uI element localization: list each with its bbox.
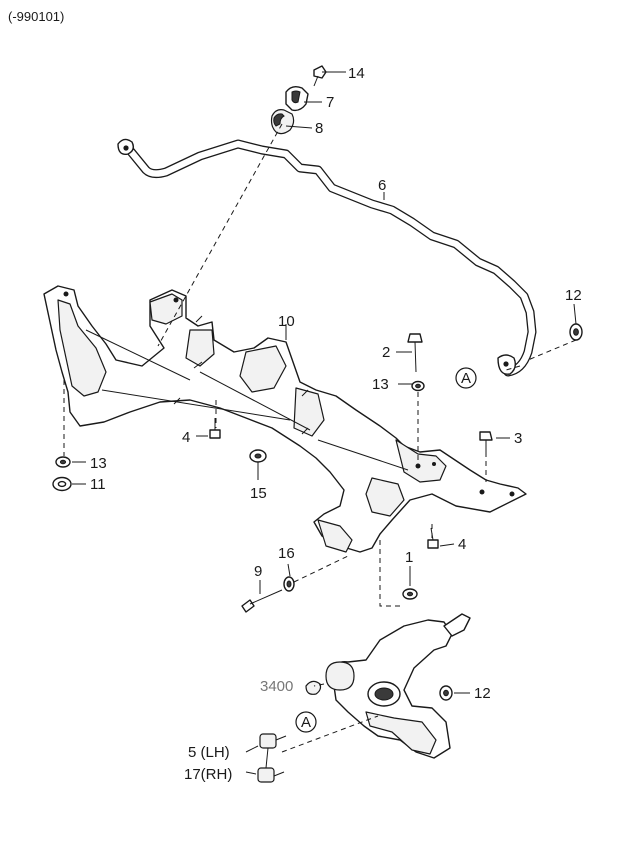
stabilizer-bushing[interactable] bbox=[270, 109, 295, 135]
callout-5-lh: 5 (LH) bbox=[188, 744, 230, 761]
bushing-3400[interactable] bbox=[305, 680, 322, 695]
reference-marker-a-upper: A bbox=[455, 367, 477, 389]
washer-11[interactable] bbox=[52, 476, 72, 492]
svg-text:A: A bbox=[461, 370, 471, 387]
bolt-4-right[interactable] bbox=[427, 527, 439, 549]
nut-12-arm[interactable] bbox=[439, 685, 453, 701]
assembly-lines bbox=[63, 123, 577, 753]
callout-3400: 3400 bbox=[260, 678, 293, 695]
nut-1[interactable] bbox=[402, 588, 418, 600]
callout-12-arm: 12 bbox=[474, 685, 491, 702]
callout-10: 10 bbox=[278, 313, 295, 330]
stabilizer-bracket[interactable] bbox=[285, 85, 309, 112]
callout-13-right: 13 bbox=[372, 376, 389, 393]
reference-marker-a-lower: A bbox=[295, 711, 317, 733]
svg-text:A: A bbox=[301, 714, 311, 731]
callout-9: 9 bbox=[254, 563, 262, 580]
nut-12-bar[interactable] bbox=[569, 323, 583, 341]
bolt-4-left[interactable] bbox=[209, 418, 221, 439]
callout-4-right: 4 bbox=[458, 536, 466, 553]
nut-13-left[interactable] bbox=[55, 456, 71, 468]
callout-11: 11 bbox=[90, 476, 106, 493]
callout-16: 16 bbox=[278, 545, 295, 562]
stabilizer-link[interactable] bbox=[257, 733, 287, 783]
callout-13-left: 13 bbox=[90, 455, 107, 472]
callout-8: 8 bbox=[315, 120, 323, 137]
lower-control-arm[interactable] bbox=[325, 613, 471, 759]
callout-12-bar: 12 bbox=[565, 287, 582, 304]
callout-6: 6 bbox=[378, 177, 386, 194]
stabilizer-bar[interactable] bbox=[117, 138, 537, 377]
leader-lines bbox=[72, 71, 577, 775]
crossmember[interactable] bbox=[43, 285, 527, 553]
nut-13-right[interactable] bbox=[411, 380, 425, 392]
callout-1: 1 bbox=[405, 549, 413, 566]
bracket-bolt[interactable] bbox=[313, 65, 327, 87]
callout-14: 14 bbox=[348, 65, 365, 82]
diagram-code-header: (-990101) bbox=[8, 9, 64, 24]
bolt-2[interactable] bbox=[407, 333, 423, 373]
bolt-9[interactable] bbox=[241, 589, 283, 613]
callout-4-left: 4 bbox=[182, 429, 190, 446]
callout-2: 2 bbox=[382, 344, 390, 361]
bolt-3[interactable] bbox=[479, 431, 493, 452]
callout-15: 15 bbox=[250, 485, 267, 502]
callout-labels: 14 7 8 6 12 10 2 13 3 4 13 11 15 4 1 16 … bbox=[90, 65, 582, 783]
callout-3: 3 bbox=[514, 430, 522, 447]
callout-17-rh: 17(RH) bbox=[184, 766, 232, 783]
nut-15[interactable] bbox=[249, 449, 267, 463]
callout-7: 7 bbox=[326, 94, 334, 111]
washer-16[interactable] bbox=[283, 576, 295, 592]
